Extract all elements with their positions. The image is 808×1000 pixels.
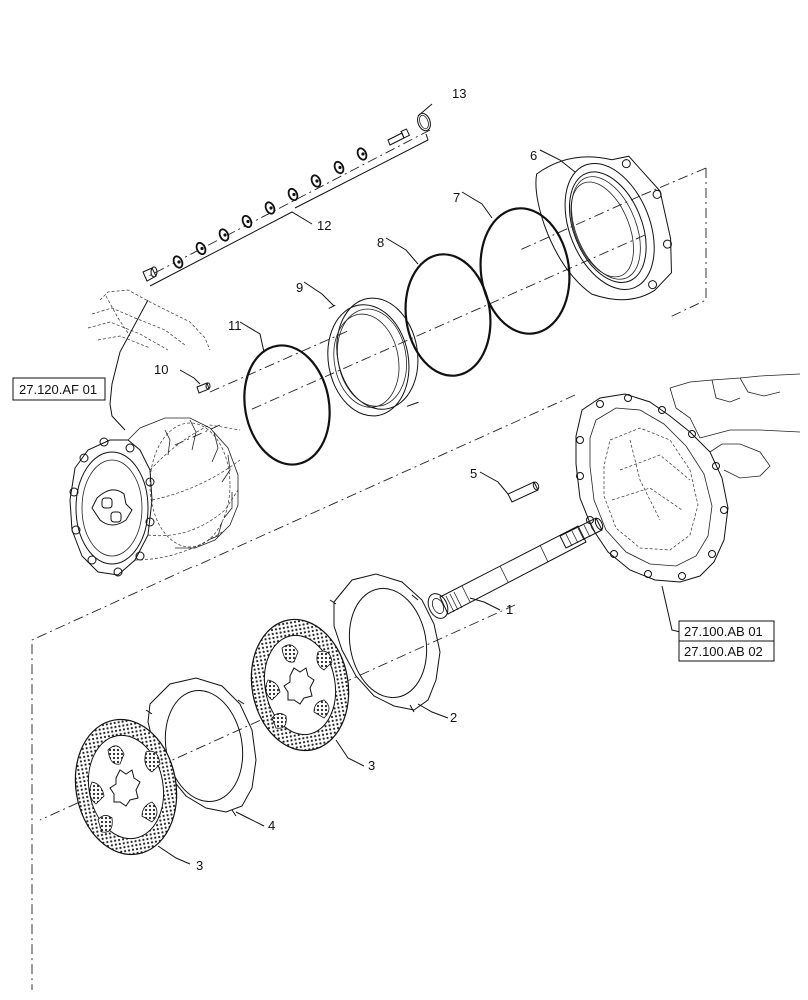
leader-hub-ref: [109, 299, 149, 431]
part-3-friction-disc-lower: [74, 718, 178, 856]
callout-2: 2: [450, 710, 457, 725]
pin-ring-bore: [246, 219, 250, 224]
callout-11: 11: [228, 318, 242, 333]
leader-12-top: [294, 133, 429, 209]
axle-housing: [575, 373, 801, 583]
reference-box-housing[interactable]: 27.100.AB 01 27.100.AB 02: [678, 620, 775, 662]
part-11-o-ring: [243, 344, 331, 466]
housing-reference-label-2: 27.100.AB 02: [684, 644, 763, 659]
callout-3-lower: 3: [196, 858, 203, 873]
assembly-envelope-lines: [31, 129, 707, 990]
callout-labels: 13 6 7 8 12 9 11 10 5 1 2 3 4 3: [154, 86, 537, 873]
leader-1: [469, 597, 501, 611]
leader-12: [149, 211, 313, 287]
callout-1: 1: [506, 602, 513, 617]
leader-4: [235, 811, 265, 827]
pin-ring-bore: [292, 192, 296, 197]
callout-7: 7: [453, 190, 460, 205]
leader-11: [239, 321, 265, 353]
pin-ring-bore: [200, 246, 204, 251]
leader-housing-ref: [661, 585, 681, 633]
part-10-dowel-pin: [196, 382, 211, 394]
hub-reference-label: 27.120.AF 01: [19, 382, 97, 397]
housing-reference-label-1: 27.100.AB 01: [684, 624, 763, 639]
leader-3a: [335, 739, 365, 767]
callout-8: 8: [377, 235, 384, 250]
leader-7: [461, 191, 493, 219]
part-1-axle-shaft: [427, 517, 604, 619]
leader-5: [479, 471, 509, 495]
part-13-snap-ring: [417, 112, 431, 132]
hub-assembly: [69, 417, 241, 577]
pin-rings-group: [172, 147, 368, 269]
part-12-pin-ring-set: [142, 128, 411, 282]
leader-13: [417, 103, 433, 117]
callout-9: 9: [296, 280, 303, 295]
pin-ring-bore: [361, 152, 365, 156]
part-8-o-ring: [404, 253, 492, 377]
phantom-hub-outline: [87, 289, 211, 351]
part-6-cover: [535, 155, 672, 301]
part-5-dowel-pin: [507, 481, 540, 503]
leader-10: [179, 369, 201, 385]
housing-bolt-holes: [576, 394, 728, 580]
pin-ring-bore: [223, 233, 227, 237]
callout-5: 5: [470, 466, 477, 481]
part-2-separator-plate: [329, 573, 441, 713]
callout-12: 12: [317, 218, 331, 233]
leader-2: [417, 703, 449, 719]
part-7-o-ring: [479, 207, 571, 335]
leader-lines: [109, 103, 681, 865]
leader-8: [385, 237, 419, 265]
leader-9: [303, 281, 335, 307]
callout-13: 13: [452, 86, 466, 101]
part-3-friction-disc-upper: [250, 618, 350, 752]
pin-ring-bore: [315, 179, 319, 183]
pin-ring-bore: [177, 260, 181, 264]
callout-10: 10: [154, 362, 168, 377]
leader-6: [539, 149, 576, 173]
callout-4: 4: [268, 818, 275, 833]
callout-3-upper: 3: [368, 758, 375, 773]
callout-6: 6: [530, 148, 537, 163]
leader-3b: [157, 845, 191, 865]
reference-box-hub[interactable]: 27.120.AF 01: [12, 377, 106, 401]
part-9-piston: [327, 297, 419, 417]
pin-ring-bore: [269, 206, 273, 210]
pin-ring-bore: [338, 165, 342, 170]
